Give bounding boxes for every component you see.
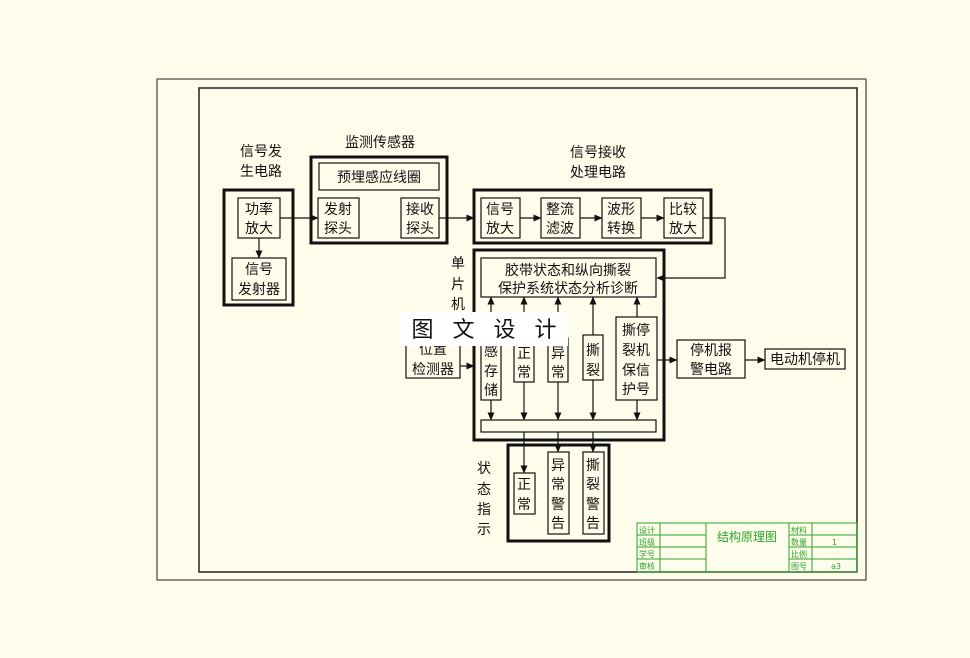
tear-stop-signal-block — [615, 316, 658, 401]
status-label-2: 态 — [477, 482, 491, 498]
watermark-background — [401, 312, 568, 346]
waveform-convert-text-1: 波形 — [607, 202, 635, 218]
mcu-label-2: 片 — [451, 277, 465, 293]
recv-probe-block — [400, 197, 440, 239]
tear-text-1: 撕 — [586, 343, 600, 359]
tear-stop-text-3: 保信 — [622, 363, 650, 379]
outer-frame — [156, 78, 867, 581]
motor-stop-block — [764, 348, 846, 370]
rectifier-filter-text-1: 整流 — [546, 202, 574, 218]
signal-amp-text-1: 信号 — [486, 202, 514, 218]
status-tear-text-4: 告 — [586, 516, 600, 532]
waveform-convert-text-2: 转换 — [607, 220, 635, 237]
status-abnormal-text-3: 警 — [551, 497, 565, 513]
receiver-group — [472, 188, 713, 245]
motor-stop-text: 电动机停机 — [770, 351, 840, 368]
tear-text-2: 裂 — [586, 363, 600, 379]
title-block-drawing-no: a3 — [831, 562, 841, 571]
abnormal-text-1: 异 — [551, 346, 565, 362]
emit-probe-text-1: 发射 — [324, 202, 352, 218]
diagnosis-block — [480, 257, 657, 298]
transmitter-block — [231, 257, 287, 301]
abnormal-text-2: 常 — [551, 365, 565, 381]
alarm-circuit-text-2: 警电路 — [690, 362, 732, 378]
power-amp-text-1: 功率 — [245, 201, 273, 218]
status-normal-text-1: 正 — [517, 477, 531, 493]
status-abnormal-text-2: 常 — [551, 477, 565, 493]
status-abnormal-text-4: 告 — [551, 516, 565, 532]
title-block-quantity: 1 — [832, 538, 837, 547]
power-amp-text-2: 放大 — [245, 221, 273, 237]
normal-text-1: 正 — [517, 346, 531, 362]
title-block-left-label-3: 学号 — [639, 549, 655, 559]
emit-probe-text-2: 探头 — [324, 221, 352, 237]
title-block-left-label-4: 审核 — [639, 561, 655, 571]
arrow-comparator-to-diagnosis — [656, 217, 726, 282]
receiver-label-line2: 处理电路 — [570, 165, 626, 181]
recv-probe-text-2: 探头 — [406, 221, 434, 237]
normal-text-2: 常 — [517, 365, 531, 381]
status-tear-block — [582, 451, 605, 535]
title-block-right-label-3: 比例 — [791, 549, 807, 559]
mcu-label-1: 单 — [451, 256, 465, 272]
signal-generator-label-line1: 信号发 — [240, 144, 282, 160]
mcu-label-3: 机 — [451, 297, 465, 313]
tear-stop-text-1: 撕停 — [622, 322, 650, 339]
rectifier-filter-text-2: 滤波 — [546, 221, 574, 237]
signal-generator-label-line2: 生电路 — [240, 164, 282, 180]
status-normal-block — [513, 472, 536, 515]
status-abnormal-text-1: 异 — [551, 458, 565, 474]
status-tear-text-1: 撕 — [586, 458, 600, 474]
inner-frame — [198, 87, 858, 573]
output-bus-bar — [480, 419, 657, 433]
comparator-amp-text-2: 放大 — [669, 221, 697, 237]
status-label-3: 指 — [477, 502, 491, 518]
title-block: 设计 班级 学号 审核 结构原理图 材料 数量 比例 图号 1 a3 — [636, 522, 858, 573]
sensor-storage-text-1: 感 — [484, 343, 498, 360]
drawing-title: 结构原理图 — [717, 529, 777, 544]
comparator-amp-text-1: 比较 — [669, 202, 697, 218]
status-normal-text-2: 常 — [517, 497, 531, 513]
comparator-amp-block — [663, 197, 704, 239]
status-label-1: 状 — [477, 461, 491, 477]
title-block-right-label-2: 数量 — [791, 537, 807, 547]
status-tear-text-2: 裂 — [586, 477, 600, 493]
status-abnormal-block — [547, 451, 570, 535]
transmitter-text-1: 信号 — [245, 262, 273, 278]
power-amp-block — [237, 197, 281, 239]
waveform-convert-block — [601, 197, 642, 239]
tear-block — [582, 334, 604, 381]
status-label-4: 示 — [477, 522, 491, 538]
coil-block — [318, 162, 440, 191]
sensor-group — [309, 155, 449, 245]
diagnosis-text-2: 保护系统状态分析诊断 — [498, 281, 638, 297]
signal-generator-group — [222, 188, 295, 307]
tear-stop-text-4: 护号 — [622, 382, 650, 398]
title-block-left-label-1: 设计 — [639, 525, 655, 535]
tear-stop-text-2: 裂机 — [622, 343, 650, 359]
emit-probe-block — [317, 197, 360, 239]
signal-amp-text-2: 放大 — [486, 221, 514, 237]
title-block-right-label-1: 材料 — [791, 525, 807, 535]
alarm-circuit-text-1: 停机报 — [690, 342, 732, 359]
position-detector-text-2: 检测器 — [412, 362, 454, 378]
sensor-storage-text-3: 储 — [484, 383, 498, 399]
transmitter-text-2: 发射器 — [238, 282, 280, 298]
receiver-label-line1: 信号接收 — [570, 144, 626, 161]
title-block-right-label-4: 图号 — [791, 562, 807, 571]
alarm-circuit-block — [676, 339, 746, 379]
watermark-text: 图 文 设 计 — [412, 318, 563, 343]
recv-probe-text-1: 接收 — [406, 201, 434, 218]
title-block-left-label-2: 班级 — [639, 537, 655, 547]
sensor-storage-text-2: 存 — [484, 364, 498, 380]
coil-text: 预埋感应线圈 — [337, 169, 421, 186]
sensor-label: 监测传感器 — [345, 134, 415, 151]
status-tear-text-3: 警 — [586, 497, 600, 513]
status-indicator-group — [506, 443, 611, 543]
diagnosis-text-1: 胶带状态和纵向撕裂 — [505, 262, 631, 279]
